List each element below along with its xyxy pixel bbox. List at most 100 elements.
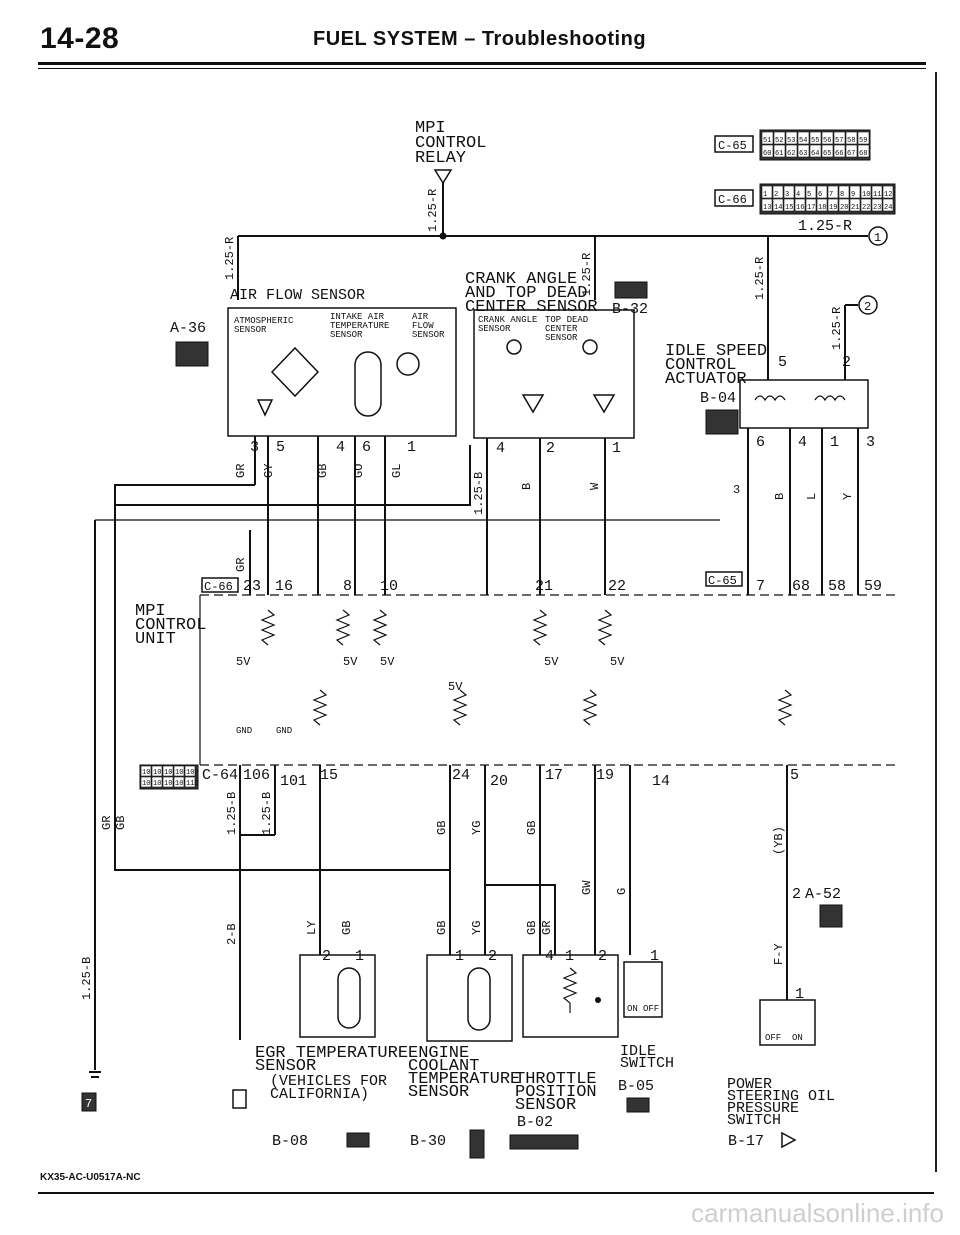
connector-pin-number: 5 <box>807 191 811 199</box>
mpi-relay-line3: RELAY <box>415 149 466 168</box>
connector-pin-number: 22 <box>862 204 870 212</box>
afs-atmos-line2: SENSOR <box>234 325 267 335</box>
afs-wire-go: GO <box>352 464 366 478</box>
connector-pin-number: 53 <box>787 137 795 145</box>
ecu-5v-5: 5V <box>610 655 625 669</box>
connector-pin-cell <box>772 198 784 212</box>
connector-pin-cell <box>816 198 828 212</box>
connector-pin-number: 15 <box>785 204 793 212</box>
connector-pin-number: 68 <box>859 150 867 158</box>
egr-note-1: (VEHICLES FOR <box>270 1073 387 1090</box>
ground-wire-gr: GR <box>100 816 114 830</box>
ecu-pin-19: 19 <box>596 767 614 784</box>
connector-pin-number: 54 <box>799 137 807 145</box>
ps-line1: POWER <box>727 1076 772 1093</box>
connector-pin-cell <box>761 198 773 212</box>
afs-box <box>227 307 457 437</box>
connector-pin-cell <box>882 198 894 212</box>
connector-pin-cell <box>833 131 846 145</box>
ecu-pin-7: 7 <box>756 578 765 595</box>
connector-pin-number: 102 <box>153 769 166 777</box>
bus-label: 1.25-R <box>798 218 852 235</box>
connector-pin-cell <box>773 144 786 158</box>
ecu-pin-23: 23 <box>243 578 261 595</box>
cts-pin-2: 2 <box>488 948 497 965</box>
connector-pin-cell <box>838 185 850 199</box>
afs-atmos-line1: ATMOSPHERIC <box>234 316 294 326</box>
document-code: KX35-AC-U0517A-NC <box>40 1172 141 1183</box>
connector-pin-number: 6 <box>818 191 822 199</box>
afs-pin-6: 6 <box>362 439 371 456</box>
tps-line1: THROTTLE <box>515 1070 597 1089</box>
ecu-5v-4: 5V <box>544 655 559 669</box>
egr-connector-icon <box>346 1132 370 1148</box>
svg-text:C-65: C-65 <box>718 139 747 153</box>
connector-pin-cell <box>785 144 798 158</box>
connector-pin-cell <box>761 144 774 158</box>
isc-wire-b: B <box>773 493 787 500</box>
egr-sensor-icon <box>232 1089 247 1109</box>
idle-line2: SWITCH <box>620 1055 674 1072</box>
isc-line2: CONTROL <box>665 356 736 375</box>
connector-pin-number: 8 <box>840 191 844 199</box>
connector-pin-cell <box>773 131 786 145</box>
cts-line2: COOLANT <box>408 1057 479 1076</box>
afs-thermistor <box>354 351 382 417</box>
isc-coil-1 <box>754 395 786 402</box>
cts-line4: SENSOR <box>408 1083 469 1102</box>
ecu-pin-22: 22 <box>608 578 626 595</box>
connector-pin-cell <box>184 776 196 788</box>
mpi-relay-line1: MPI <box>415 119 446 138</box>
connector-pin-number: 20 <box>840 204 848 212</box>
connector-pin-cell <box>805 198 817 212</box>
connector-pin-cell <box>797 144 810 158</box>
isc-wire-y: Y <box>841 493 855 500</box>
ps-connector: B-17 <box>728 1133 764 1150</box>
connector-pin-cell <box>794 185 806 199</box>
afs-pin-1: 1 <box>407 439 416 456</box>
isc-wire-l: L <box>805 493 819 500</box>
ecu-gnd-1: GND <box>236 726 252 736</box>
afs-flow-line2: FLOW <box>412 321 434 331</box>
a52-pin: 2 <box>792 886 801 903</box>
afs-power-label: 1.25-R <box>223 237 237 280</box>
crank-led-2 <box>582 339 598 355</box>
ecu-5v-6: 5V <box>448 680 463 694</box>
tps-connector-icon <box>509 1134 579 1150</box>
crank-inner-tdc-1: TOP DEAD <box>545 315 588 325</box>
isc-line3: ACTUATOR <box>665 370 747 389</box>
crank-line1: CRANK ANGLE <box>465 270 577 289</box>
c66-ecu-tag-text: C-66 <box>204 580 233 594</box>
tps-wire-gb: GB <box>525 921 539 935</box>
figure-7-text: 7 <box>85 1097 92 1111</box>
connector-pin-number: 103 <box>164 769 177 777</box>
watermark: carmanualsonline.info <box>691 1198 944 1228</box>
ecu-pin-106: 106 <box>243 767 270 784</box>
connector-pin-cell <box>838 198 850 212</box>
crank-line3: CENTER SENSOR <box>465 298 598 317</box>
isc-line1: IDLE SPEED <box>665 342 767 361</box>
cts-thermistor <box>467 967 491 1031</box>
ecu-pin-59: 59 <box>864 578 882 595</box>
connector-pin-number: 1 <box>763 191 767 199</box>
afs-connector-icon <box>175 341 209 367</box>
afs-intake-line2: TEMPERATURE <box>330 321 389 331</box>
connector-pin-number: 56 <box>823 137 831 145</box>
page-number: 14-28 <box>40 22 120 55</box>
crank-inner-ca-2: SENSOR <box>478 324 511 334</box>
c64-label: C-64 <box>202 767 238 784</box>
connector-pin-number: 110 <box>186 780 199 788</box>
connector-pin-cell <box>833 144 846 158</box>
idle-off: OFF <box>643 1004 659 1014</box>
egr-wire-2b: 2-B <box>225 923 239 945</box>
ps-line4: SWITCH <box>727 1112 781 1129</box>
connector-pin-cell <box>857 131 870 145</box>
connector-pin-cell <box>805 185 817 199</box>
